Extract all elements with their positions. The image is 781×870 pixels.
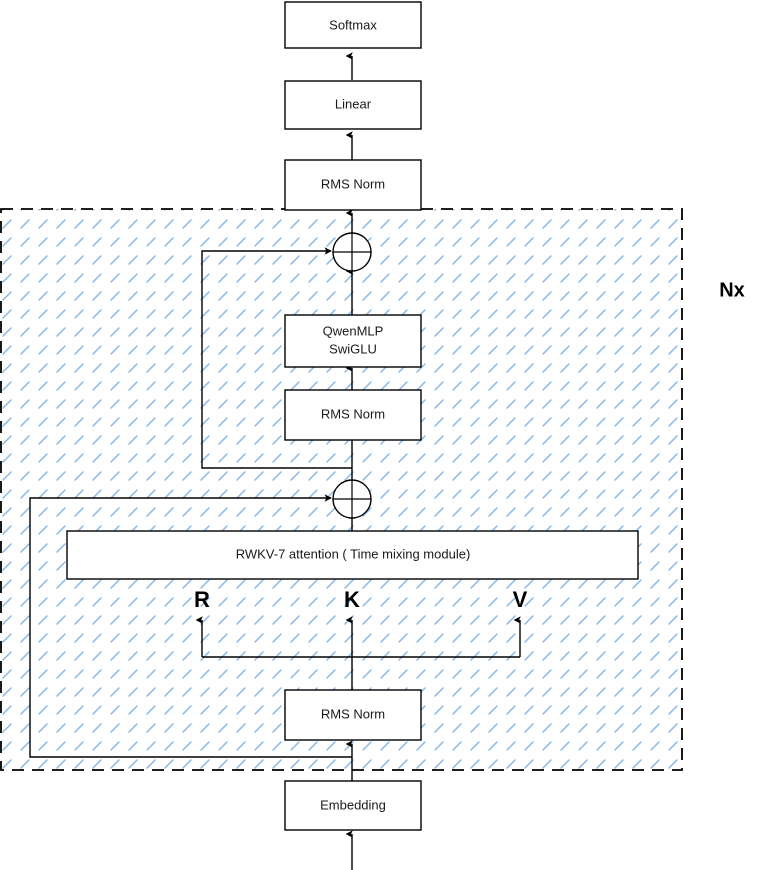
qwen-mlp-label-line2: SwiGLU	[329, 341, 377, 356]
v-projection-label: V	[513, 587, 528, 612]
qwen-mlp-label-line1: QwenMLP	[323, 323, 384, 338]
rms-norm-mlp-block[interactable]: RMS Norm	[284, 389, 422, 441]
linear-block[interactable]: Linear	[284, 80, 422, 130]
softmax-label: Softmax	[329, 17, 377, 32]
rms-norm-attn-label: RMS Norm	[321, 706, 385, 721]
linear-label: Linear	[335, 96, 372, 111]
rms-norm-mlp-box[interactable]	[284, 389, 422, 441]
mlp-residual-path	[201, 247, 352, 469]
embedding-block[interactable]: Embedding	[284, 780, 422, 831]
rms-norm-top-label: RMS Norm	[321, 176, 385, 191]
rms-norm-attn-block[interactable]: RMS Norm	[284, 689, 422, 741]
qwen-mlp-block[interactable]: QwenMLP SwiGLU	[284, 314, 422, 368]
attention-box[interactable]	[66, 530, 639, 580]
mlp-add-node	[332, 232, 372, 272]
embedding-box[interactable]	[284, 780, 422, 831]
softmax-box[interactable]	[284, 1, 422, 49]
attention-residual-path	[29, 494, 352, 758]
rms-norm-mlp-label: RMS Norm	[321, 406, 385, 421]
r-projection-label: R	[194, 587, 210, 612]
qwen-mlp-box[interactable]	[284, 314, 422, 368]
attention-add-node	[332, 479, 372, 519]
k-projection-label: K	[344, 587, 360, 612]
repeat-count-label: Nx	[719, 279, 745, 301]
rms-norm-top-box[interactable]	[284, 159, 422, 211]
softmax-block[interactable]: Softmax	[284, 1, 422, 49]
attention-block[interactable]: RWKV-7 attention ( Time mixing module)	[66, 530, 639, 580]
rms-norm-top-block[interactable]: RMS Norm	[284, 159, 422, 211]
embedding-label: Embedding	[320, 797, 386, 812]
attention-label: RWKV-7 attention ( Time mixing module)	[236, 546, 471, 561]
linear-box[interactable]	[284, 80, 422, 130]
rms-norm-attn-box[interactable]	[284, 689, 422, 741]
